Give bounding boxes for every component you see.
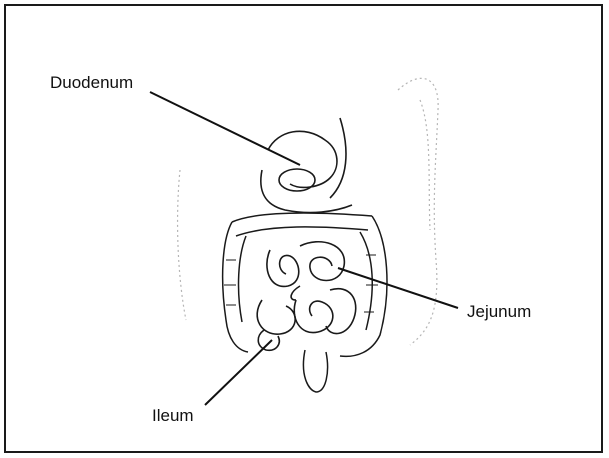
label-jejunum: Jejunum (467, 303, 531, 320)
label-duodenum: Duodenum (50, 74, 133, 91)
ileum-pointer (205, 340, 272, 405)
duodenum-shape (261, 118, 352, 212)
duodenum-pointer (150, 92, 300, 165)
label-ileum: Ileum (152, 407, 194, 424)
torso-outline (178, 78, 439, 345)
small-intestine-coils (257, 242, 356, 351)
